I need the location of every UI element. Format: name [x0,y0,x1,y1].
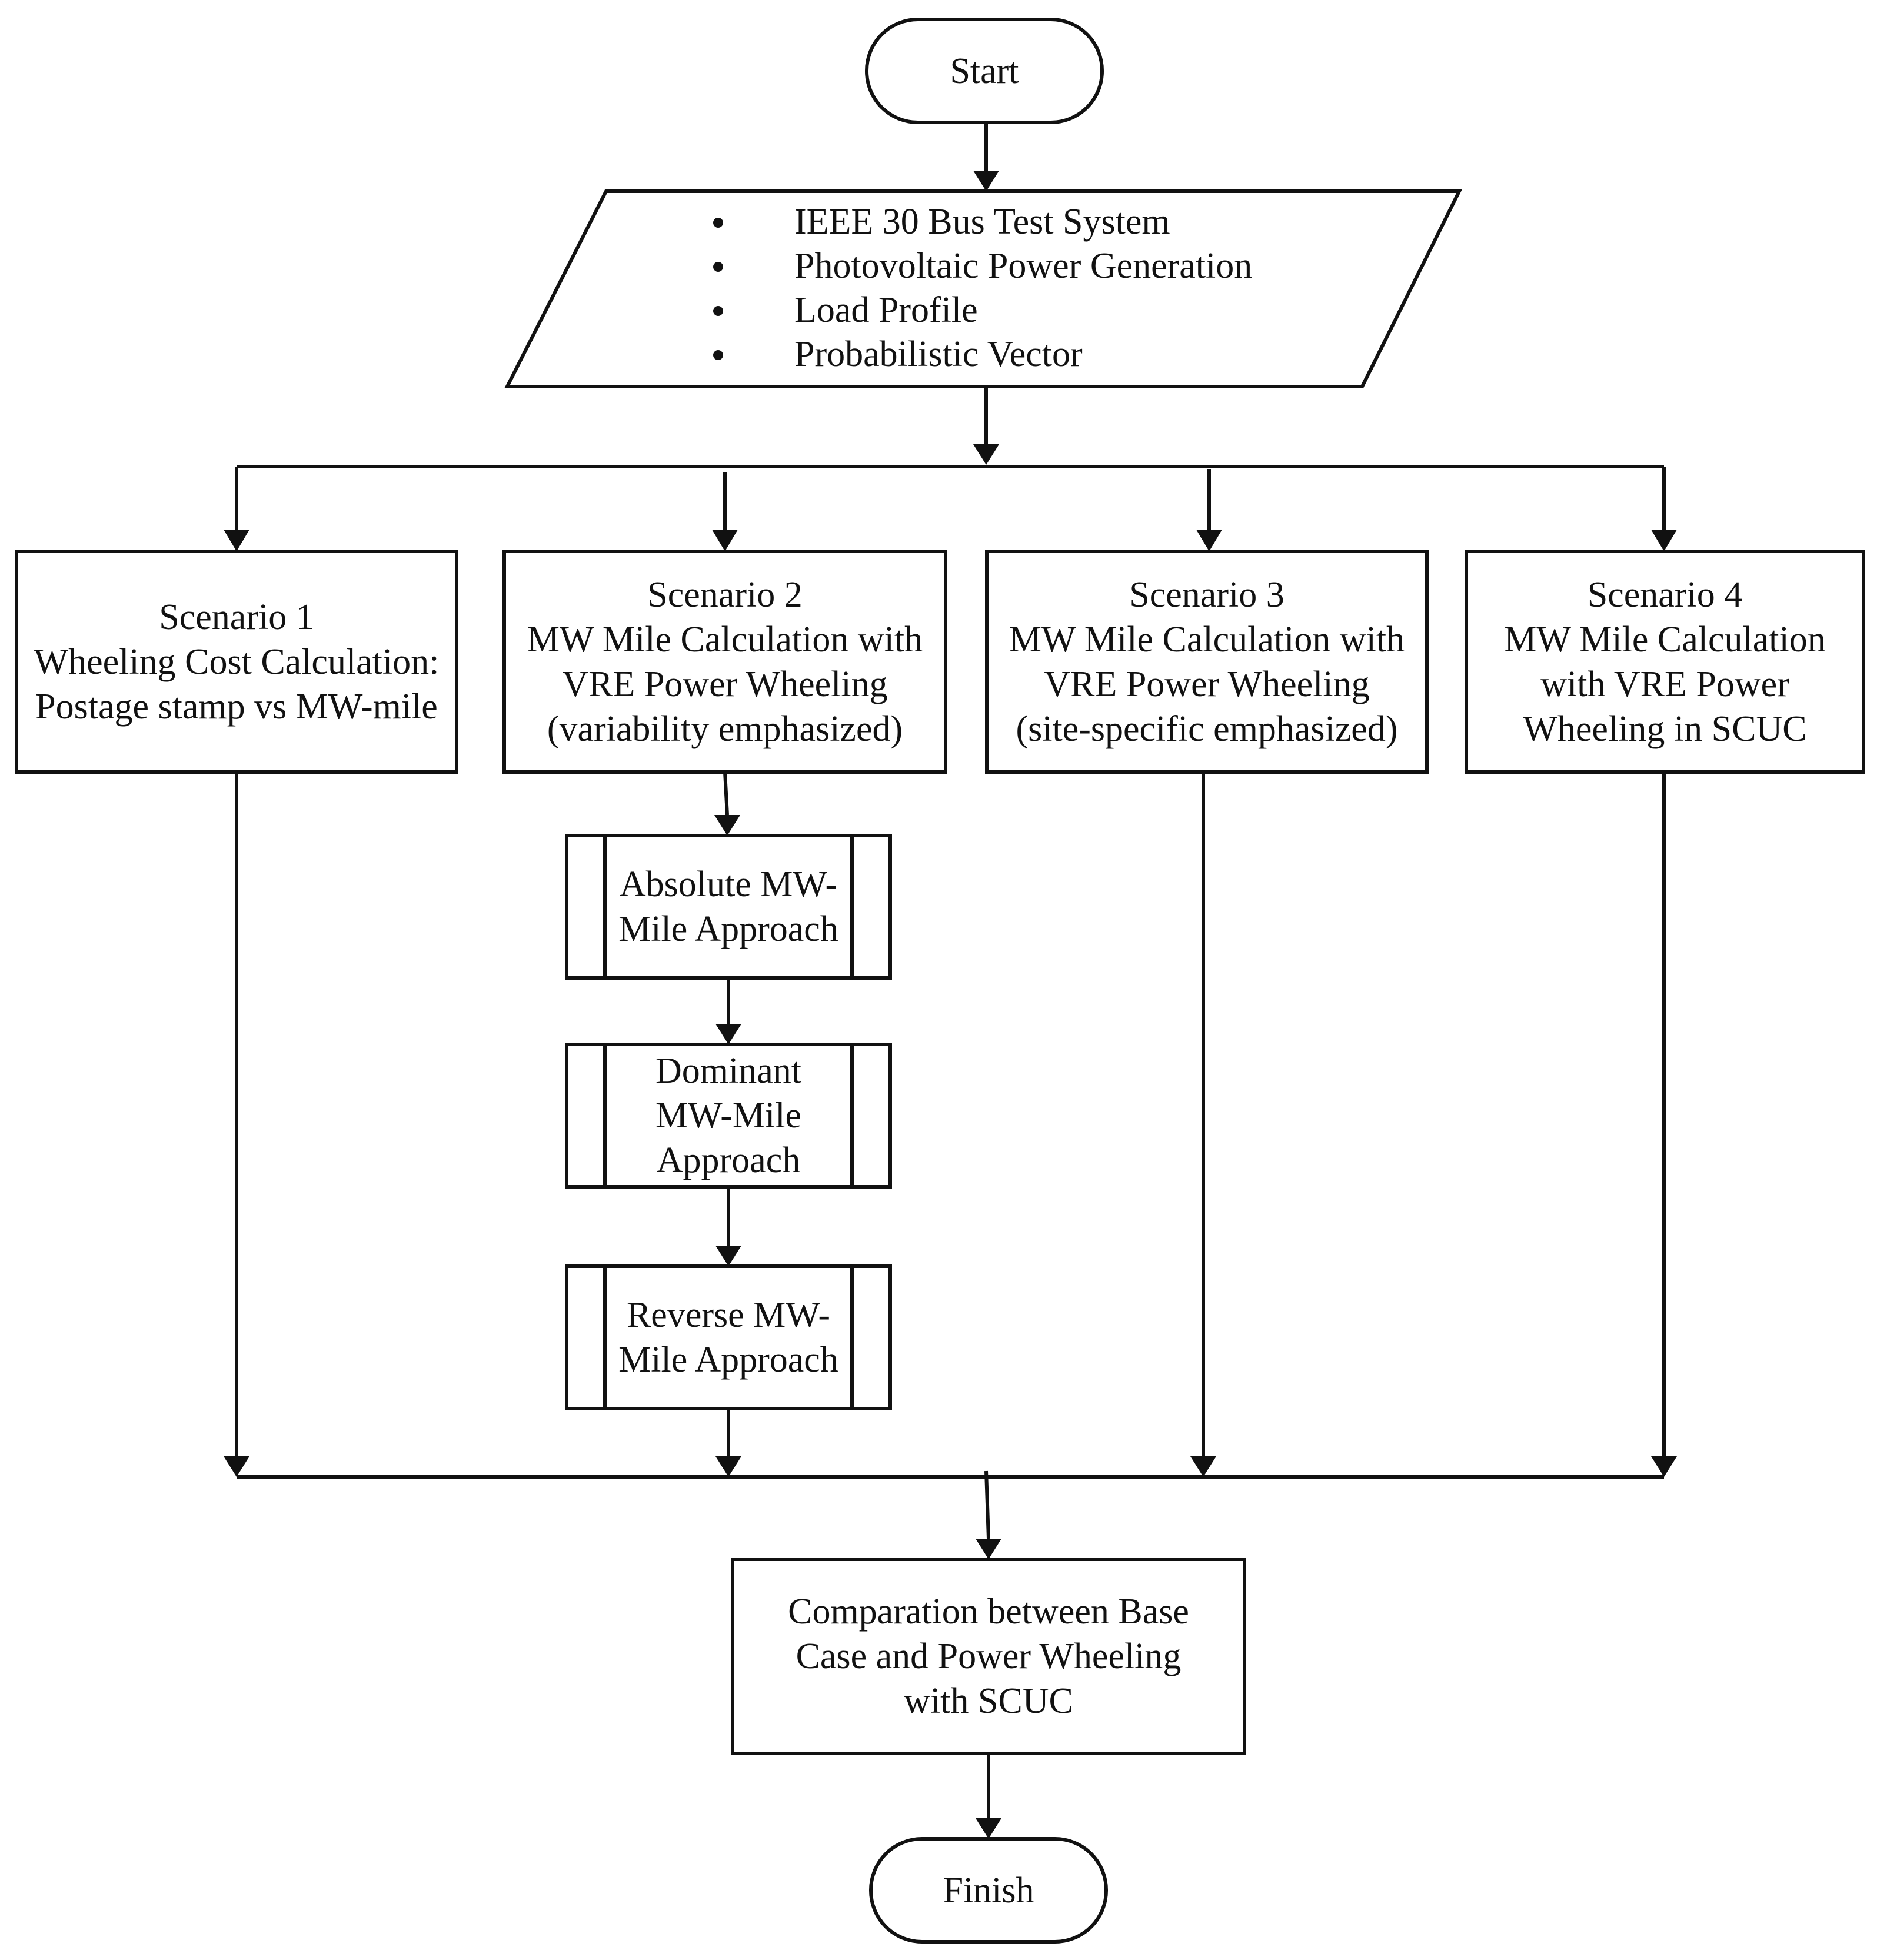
input-item: IEEE 30 Bus Test System [700,200,1347,244]
scenario-2-label: Scenario 2 MW Mile Calculation with VRE … [527,574,923,749]
input-item: Photovoltaic Power Generation [700,244,1347,288]
connector-s2-sub1 [723,771,729,816]
scenario-4-label: Scenario 4 MW Mile Calculation with VRE … [1504,574,1826,749]
arrowhead [224,530,249,551]
arrowhead [1651,530,1677,551]
comparison-label: Comparation between Base Case and Power … [788,1592,1189,1721]
arrowhead [715,1024,741,1044]
arrowheads [224,171,1677,1839]
arrowhead [1196,530,1222,551]
arrowhead [976,1539,1001,1559]
subprocess-reverse-label: Reverse MW- Mile Approach [618,1295,838,1380]
scenario-1-box [15,550,458,774]
subprocess-3-box [565,1264,892,1410]
input-data-list: IEEE 30 Bus Test System Photovoltaic Pow… [700,200,1347,382]
arrowhead [973,171,999,191]
arrowhead [224,1456,249,1477]
subprocess-dominant: Dominant MW-Mile Approach [605,1044,852,1187]
finish-label: Finish [943,1870,1034,1911]
arrowhead [715,1246,741,1266]
scenario-3-label: Scenario 3 MW Mile Calculation with VRE … [1009,574,1405,749]
subprocess-reverse: Reverse MW- Mile Approach [605,1266,852,1409]
input-item: Load Profile [700,288,1347,332]
arrowhead [714,815,740,836]
scenario-2: Scenario 2 MW Mile Calculation with VRE … [504,551,946,772]
start-label: Start [950,51,1019,91]
subprocess-absolute-label: Absolute MW- Mile Approach [618,864,838,949]
scenario-3-box [985,550,1429,774]
arrowhead [973,444,999,465]
subprocess-absolute: Absolute MW- Mile Approach [605,836,852,978]
arrowhead [1190,1456,1216,1477]
scenario-3: Scenario 3 MW Mile Calculation with VRE … [987,551,1427,772]
subprocess-1-box [565,834,892,980]
input-parallelogram-shape [504,189,1462,388]
connector-merge-comparison [984,1470,990,1539]
finish-terminal: Finish [871,1839,1106,1942]
arrowhead [976,1818,1001,1839]
arrowhead [712,530,738,551]
subprocess-dominant-label: Dominant MW-Mile Approach [655,1051,801,1180]
scenario-1-label: Scenario 1 Wheeling Cost Calculation: Po… [34,597,440,727]
arrowhead [715,1456,741,1477]
scenario-4: Scenario 4 MW Mile Calculation with VRE … [1466,551,1863,772]
start-terminal: Start [867,19,1102,122]
scenario-1: Scenario 1 Wheeling Cost Calculation: Po… [16,551,457,772]
arrowhead [1651,1456,1677,1477]
comparison-step: Comparation between Base Case and Power … [733,1559,1244,1753]
input-item: Probabilistic Vector [700,332,1347,377]
